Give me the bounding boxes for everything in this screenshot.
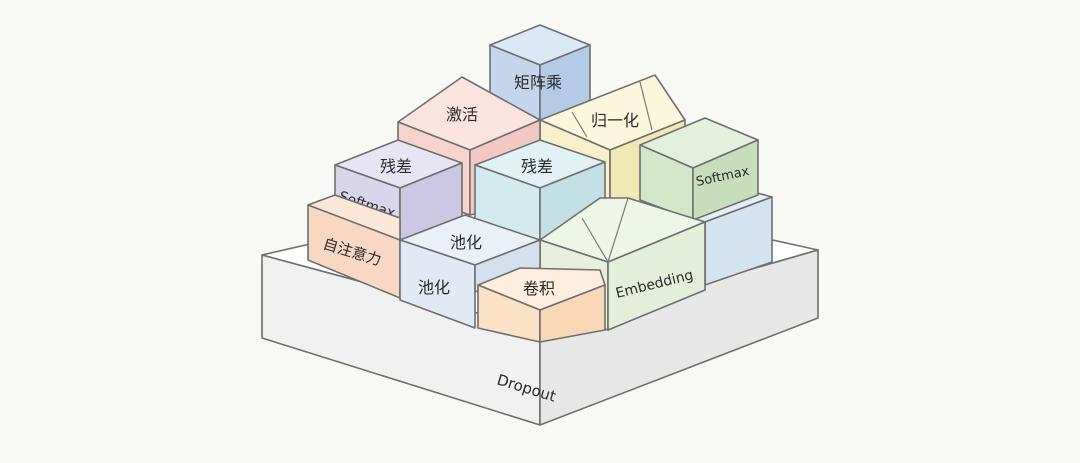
pooling-top-label: 池化 xyxy=(450,233,482,252)
pooling-front-label: 池化 xyxy=(418,278,450,297)
residual-left-label: 残差 xyxy=(380,157,412,176)
residual-center-label: 残差 xyxy=(521,157,553,176)
activation-label: 激活 xyxy=(446,105,478,124)
convolution-label: 卷积 xyxy=(523,279,555,298)
matmul-label: 矩阵乘 xyxy=(514,73,562,92)
block-convolution: 卷积 xyxy=(477,267,606,343)
normalization-label: 归一化 xyxy=(591,111,639,130)
block-self-attention: 自注意力 xyxy=(307,194,401,299)
block-softmax-right: Softmax xyxy=(639,117,759,221)
